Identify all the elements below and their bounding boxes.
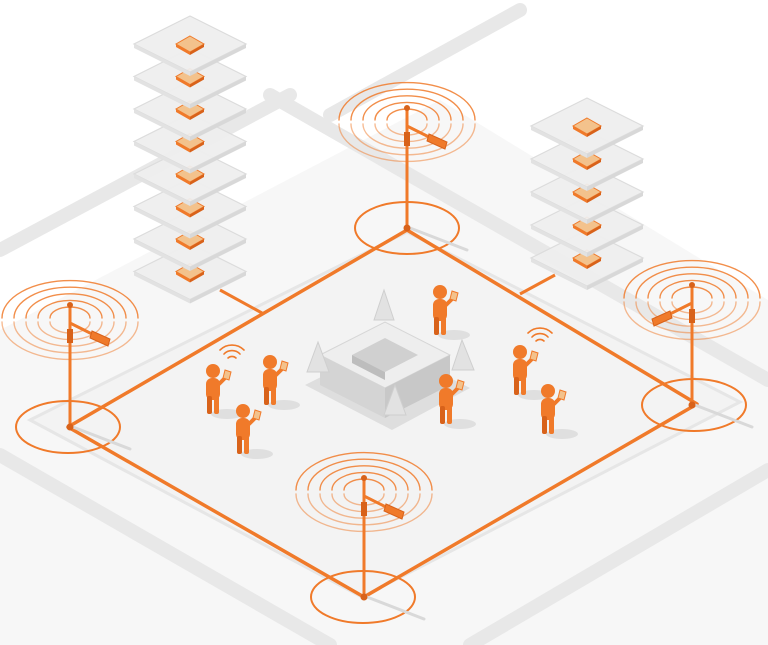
people-group — [206, 285, 578, 459]
data-layer-icon — [529, 163, 645, 224]
stack-connectors — [219, 273, 556, 315]
person-icon — [439, 374, 476, 429]
data-layer-icon — [529, 130, 645, 191]
data-layer-icon — [529, 229, 645, 290]
server-stack-right — [529, 97, 645, 290]
camera-icon — [363, 494, 405, 520]
data-layer-icon — [529, 196, 645, 257]
camera-pole-right — [623, 259, 761, 429]
camera-icon — [406, 124, 448, 150]
camera-poles — [1, 81, 761, 621]
person-icon — [236, 404, 273, 459]
camera-pole-bottom — [295, 451, 433, 621]
person-icon — [263, 355, 300, 410]
camera-icon — [69, 321, 111, 347]
wifi-signal-icon — [527, 327, 553, 342]
data-layer-icon — [132, 80, 248, 141]
base-ring-right — [641, 378, 747, 432]
person-wifi-marks — [219, 327, 553, 359]
person-icon — [433, 285, 470, 340]
wifi-signal-icon — [1, 279, 139, 361]
camera-icon — [651, 301, 693, 327]
data-layer-icon — [132, 177, 248, 239]
data-layer-icon — [529, 97, 645, 158]
central-monument — [305, 288, 475, 430]
camera-pole-left — [1, 279, 139, 451]
person-icon — [541, 384, 578, 439]
person-icon — [513, 345, 550, 400]
camera-pole-top — [338, 81, 476, 252]
data-layer-icon — [132, 112, 248, 174]
base-ring-left — [15, 400, 121, 454]
server-stack-left — [132, 15, 248, 304]
data-layer-icon — [132, 15, 248, 76]
person-icon — [206, 364, 243, 419]
data-layer-icon — [132, 145, 248, 206]
wifi-signal-icon — [219, 344, 245, 359]
perimeter-network — [66, 228, 699, 599]
